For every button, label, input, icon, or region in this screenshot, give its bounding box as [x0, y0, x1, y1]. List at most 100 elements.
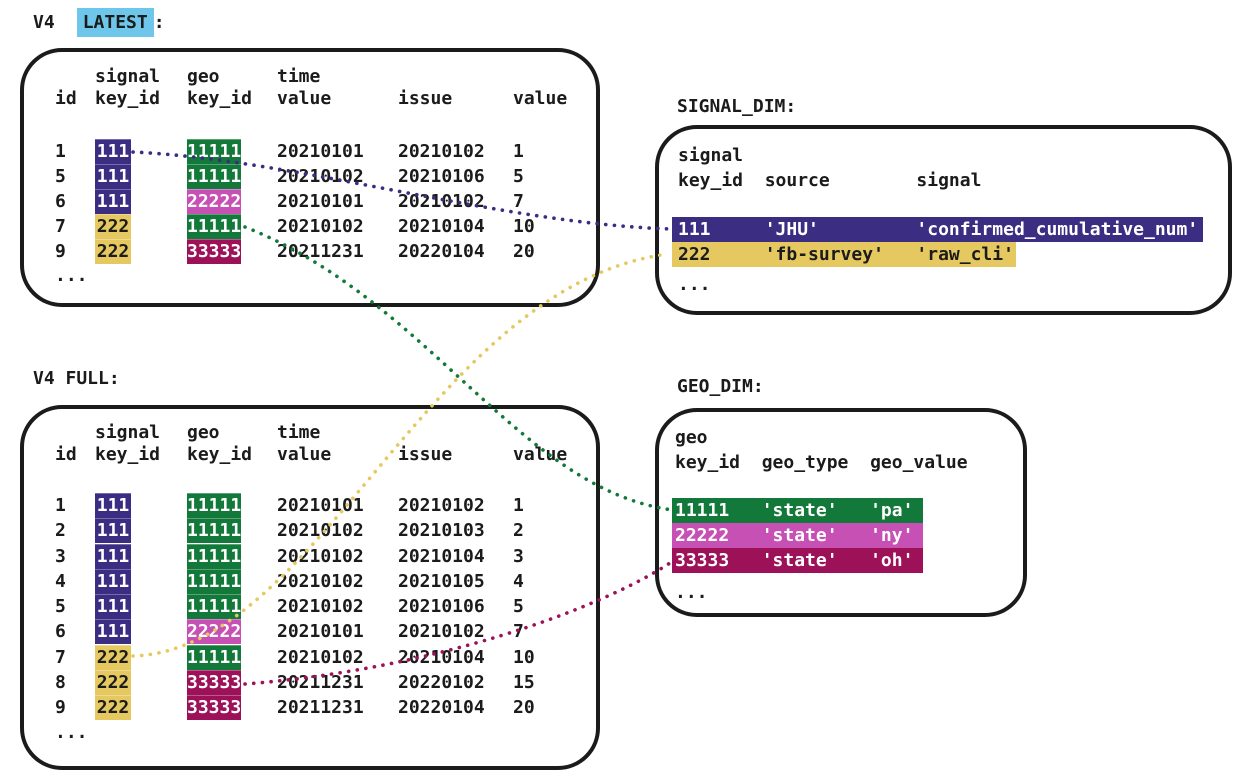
geo-header: geo [187, 66, 220, 87]
signal-key-cell: 222 [95, 645, 131, 670]
geo-key-cell: 11111 [187, 214, 242, 239]
geo-dim-header-line2: key_id geo_type geo_value [675, 452, 968, 473]
signal-key-cell: 111 [95, 493, 131, 518]
value-cell: 15 [513, 672, 535, 693]
signal-key-cell: 111 [95, 518, 131, 543]
time-value-cell: 20210102 [277, 216, 364, 237]
time-value-cell: 20210101 [277, 495, 364, 516]
signal-key-cell: 111 [95, 139, 131, 164]
v4-full-title: V4 FULL: [33, 368, 120, 389]
v4-latest-header-line1: signal geo time [55, 64, 398, 89]
time-value-cell: 20210101 [277, 621, 364, 642]
id-cell: 6 [55, 621, 66, 642]
value-cell: 1 [513, 495, 524, 516]
value-cell: 4 [513, 571, 524, 592]
signal-key-cell: 111 [95, 189, 131, 214]
time-value-header: value [277, 444, 332, 465]
time-value-cell: 20210102 [277, 571, 364, 592]
id-cell: 2 [55, 520, 66, 541]
signal-header: signal [95, 66, 161, 87]
time-value-cell: 20210101 [277, 191, 364, 212]
id-cell: 1 [55, 141, 66, 162]
id-cell: 9 [55, 697, 66, 718]
signal-keyid-header: key_id [95, 88, 161, 109]
id-cell: 6 [55, 191, 66, 212]
geo-dim-header-line1: geo [675, 427, 708, 448]
issue-cell: 20210104 [398, 216, 485, 237]
signal-dim-row-111: 111 'JHU' 'confirmed_cumulative_num' [672, 217, 1203, 242]
issue-cell: 20220104 [398, 697, 485, 718]
signal-key-cell: 111 [95, 594, 131, 619]
v4-latest-title-prefix: V4 [33, 12, 55, 33]
id-header: id [55, 88, 77, 109]
time-value-cell: 20210102 [277, 596, 364, 617]
signal-keyid-header: key_id [95, 444, 161, 465]
id-cell: 1 [55, 495, 66, 516]
geo-key-cell: 11111 [187, 139, 242, 164]
geo-key-cell: 11111 [187, 569, 242, 594]
id-cell: 7 [55, 216, 66, 237]
time-value-cell: 20210102 [277, 166, 364, 187]
issue-cell: 20220102 [398, 672, 485, 693]
geo-key-cell: 11111 [187, 544, 242, 569]
time-value-cell: 20211231 [277, 241, 364, 262]
issue-cell: 20210104 [398, 647, 485, 668]
value-cell: 2 [513, 520, 524, 541]
ellipsis-row: ... [55, 265, 88, 286]
issue-header: issue [398, 88, 453, 109]
value-cell: 20 [513, 697, 535, 718]
value-cell: 1 [513, 141, 524, 162]
id-cell: 5 [55, 166, 66, 187]
id-cell: 9 [55, 241, 66, 262]
issue-cell: 20210106 [398, 166, 485, 187]
table-row: 6 111 22222 20210101 20210102 7 [55, 189, 573, 214]
issue-cell: 20210102 [398, 141, 485, 162]
geo-dim-title: GEO_DIM: [677, 376, 764, 397]
value-cell: 5 [513, 166, 524, 187]
v4-latest-title-colon: : [153, 12, 165, 33]
latest-highlight-badge: LATEST [76, 8, 154, 37]
id-cell: 5 [55, 596, 66, 617]
value-cell: 7 [513, 191, 524, 212]
signal-key-cell: 222 [95, 695, 131, 720]
ellipsis-row: ... [678, 274, 711, 295]
geo-key-cell: 11111 [187, 518, 242, 543]
time-value-header: value [277, 88, 332, 109]
issue-cell: 20210105 [398, 571, 485, 592]
geo-key-cell: 11111 [187, 493, 242, 518]
ellipsis-row: ... [675, 582, 708, 603]
signal-key-cell: 111 [95, 544, 131, 569]
v4-latest-header-line2: id key_id key_id value issue value [55, 86, 573, 111]
id-cell: 7 [55, 647, 66, 668]
signal-key-cell: 111 [95, 569, 131, 594]
geo-keyid-header: key_id [187, 88, 253, 109]
signal-dim-row-222: 222 'fb-survey' 'raw_cli' [672, 242, 1016, 267]
value-cell: 10 [513, 216, 535, 237]
value-cell: 3 [513, 546, 524, 567]
issue-cell: 20210102 [398, 191, 485, 212]
time-value-cell: 20210102 [277, 546, 364, 567]
value-header: value [513, 88, 568, 109]
issue-cell: 20220104 [398, 241, 485, 262]
time-value-cell: 20210102 [277, 520, 364, 541]
geo-key-cell: 33333 [187, 670, 242, 695]
id-cell: 8 [55, 672, 66, 693]
signal-key-cell: 222 [95, 239, 131, 264]
time-value-cell: 20211231 [277, 672, 364, 693]
issue-cell: 20210103 [398, 520, 485, 541]
id-cell: 4 [55, 571, 66, 592]
value-cell: 20 [513, 241, 535, 262]
issue-cell: 20210104 [398, 546, 485, 567]
geo-dim-row-11111: 11111 'state' 'pa' [672, 498, 923, 523]
geo-key-cell: 22222 [187, 189, 242, 214]
ellipsis-row: ... [55, 722, 88, 743]
time-header: time [277, 66, 321, 87]
